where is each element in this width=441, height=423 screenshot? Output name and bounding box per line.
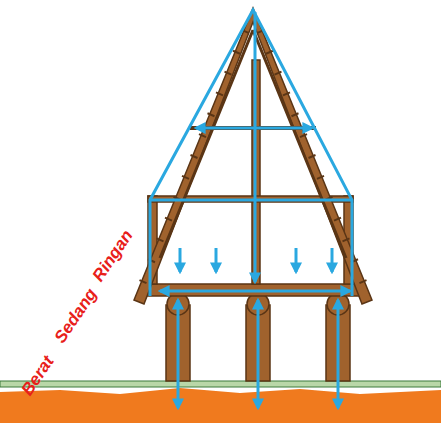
load-arrows [150, 10, 352, 408]
ground-line [0, 381, 441, 387]
ground [0, 388, 441, 423]
load-level-label: Ringan [89, 227, 138, 286]
roof [134, 8, 372, 304]
walls [148, 60, 353, 284]
floor-beam [146, 284, 360, 296]
load-level-label: Sedang [51, 285, 102, 347]
